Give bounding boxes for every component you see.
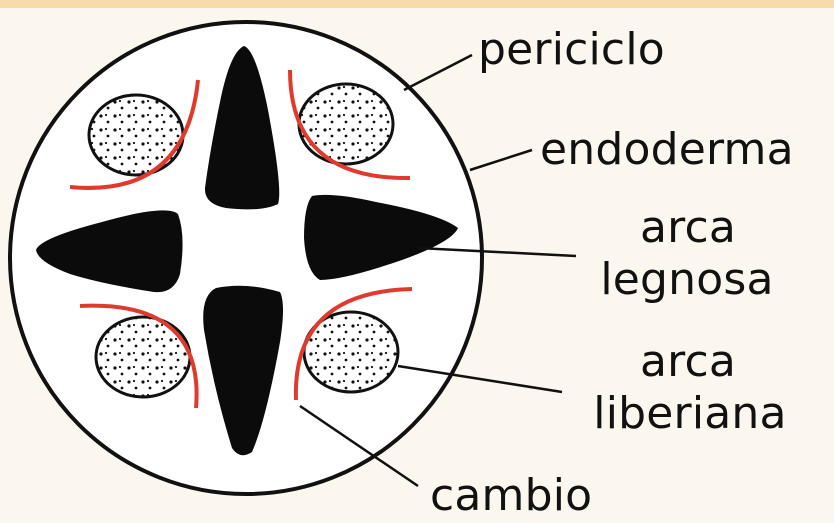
phloem-patch-top-left (89, 95, 183, 175)
leader-endoderma (470, 150, 532, 170)
label-arca-liberiana-line2: liberiana (570, 392, 810, 436)
leader-periciclo (404, 55, 472, 90)
label-arca-legnosa-line2: legnosa (592, 258, 782, 302)
label-arca-liberiana-line1: arca (628, 340, 748, 384)
phloem-patch-bottom-left (96, 317, 190, 397)
label-arca-legnosa-line1: arca (628, 206, 748, 250)
label-periciclo: periciclo (478, 28, 665, 72)
label-cambio: cambio (430, 474, 592, 518)
phloem-patch-top-right (299, 84, 393, 164)
label-endoderma: endoderma (540, 128, 794, 172)
